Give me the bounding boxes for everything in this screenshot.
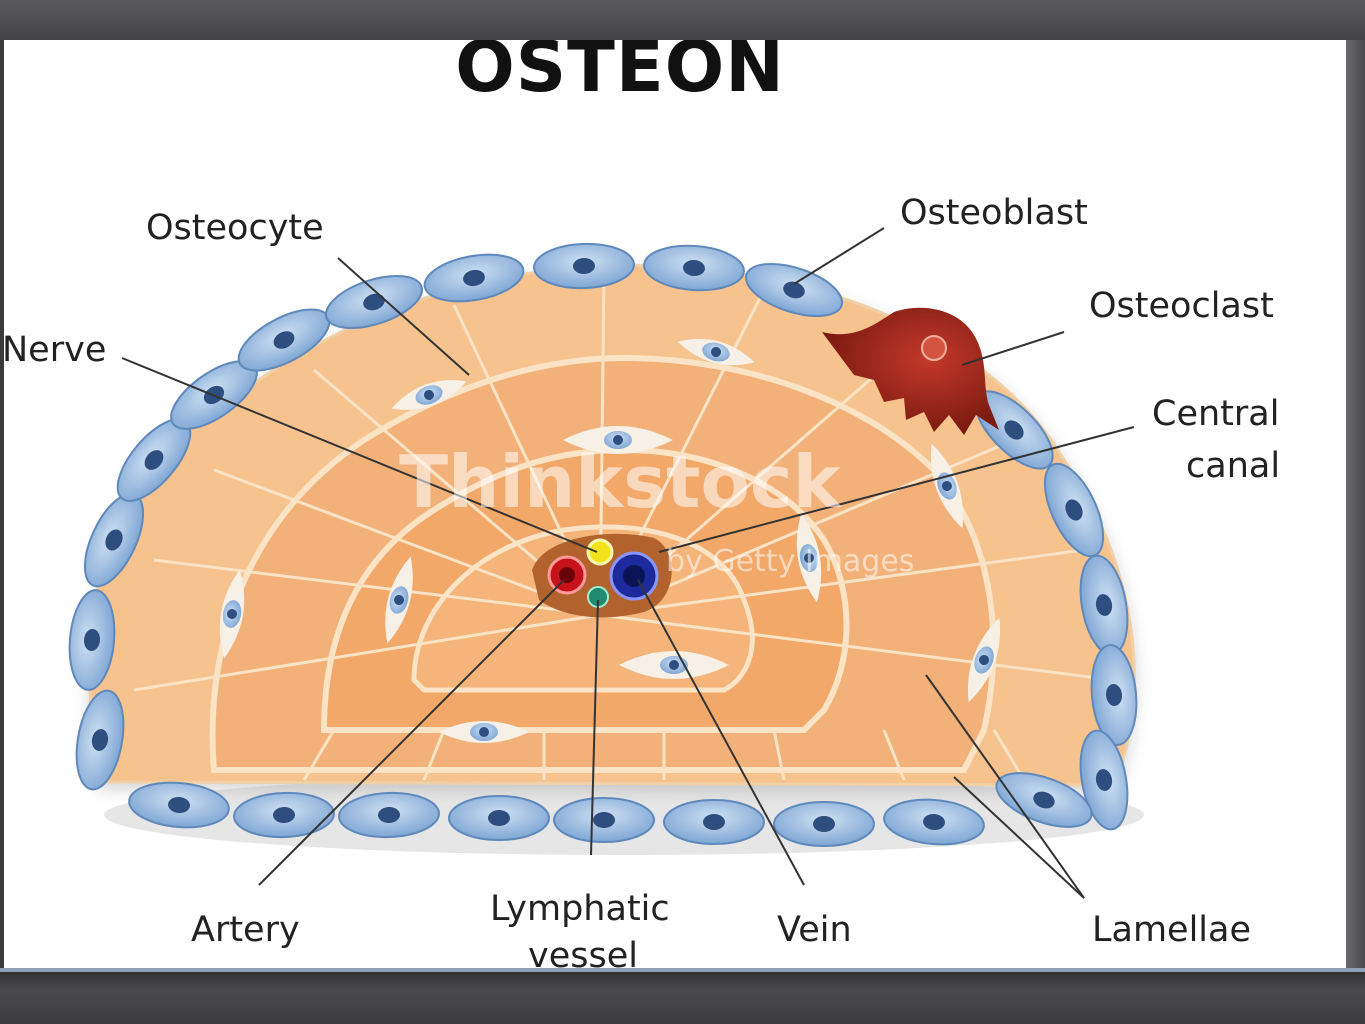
label-vein: Vein	[777, 910, 852, 950]
osteoblast-cell	[744, 262, 844, 318]
osteoblast-leader	[793, 227, 885, 285]
osteoblast-cell	[533, 242, 635, 290]
osteoclast-leader	[961, 331, 1065, 366]
osteocyte-cell	[439, 721, 529, 743]
osteocyte-cell	[796, 513, 822, 603]
osteoblast-cell	[448, 795, 550, 841]
bottom-window-bar	[0, 968, 1365, 1024]
label-lymphatic-line1: Lymphatic	[490, 889, 670, 929]
osteocyte-cell	[677, 338, 755, 366]
leader-lines	[121, 227, 1135, 899]
osteocyte-cell	[385, 556, 413, 644]
osteoblast-ring	[68, 242, 1138, 847]
label-osteocyte: Osteocyte	[146, 208, 324, 248]
osteoblast-cell	[663, 799, 765, 845]
osteoblast-cell	[773, 801, 875, 847]
osteoblast-cell	[1079, 729, 1129, 831]
artery-lumen	[559, 567, 575, 583]
osteoblast-cell	[995, 772, 1093, 828]
osteoblast-cell	[338, 791, 440, 839]
osteon-illustration	[68, 227, 1144, 899]
osteocyte-cell	[967, 617, 1001, 703]
osteoclast-nucleus	[921, 335, 947, 361]
osteoblast-cell	[883, 798, 985, 846]
artery-leader	[258, 579, 565, 886]
right-window-edge	[1346, 40, 1365, 968]
label-osteoclast: Osteoclast	[1089, 286, 1274, 326]
osteocytes	[219, 338, 1001, 743]
osteoblast-cell	[128, 781, 230, 829]
osteoblast-cell	[75, 689, 125, 791]
label-central-canal-line1: Central	[1152, 394, 1280, 434]
label-central-canal-line2: canal	[1186, 446, 1281, 486]
osteoblast-cell	[643, 244, 745, 292]
label-lamellae: Lamellae	[1092, 910, 1252, 950]
osteocyte-leader	[337, 257, 470, 376]
osteoblast-cell	[423, 253, 525, 303]
osteocyte-cell	[930, 443, 964, 529]
osteoblast-cell	[1043, 462, 1105, 558]
osteoblast-cell	[83, 492, 145, 588]
lamellae-leader-2	[953, 776, 1085, 899]
osteocyte-cell	[391, 380, 467, 410]
label-artery: Artery	[191, 910, 300, 950]
osteoblast-cell	[68, 589, 116, 691]
watermark-brand: Thinkstock	[399, 440, 841, 524]
watermark-subtitle: by Getty Images	[666, 544, 915, 579]
osteoblast-cell	[233, 791, 335, 839]
lymphatic-leader	[590, 599, 599, 856]
label-nerve: Nerve	[4, 330, 107, 370]
osteocyte-cell	[219, 569, 245, 659]
nerve-leader	[121, 357, 598, 553]
lamellae-leader-1	[925, 674, 1085, 899]
slide-canvas: OSTEON	[4, 40, 1346, 968]
osteoblast-cell	[553, 797, 655, 843]
osteocyte-cell	[563, 426, 673, 454]
osteoclast-cell	[822, 307, 999, 435]
osteoblast-cell	[1090, 644, 1138, 746]
osteoblast-cell	[1079, 554, 1129, 656]
label-osteoblast: Osteoblast	[900, 193, 1088, 233]
central-canal-leader	[658, 426, 1135, 553]
diagram-title: OSTEON	[455, 40, 785, 108]
osteoblast-cell	[324, 274, 424, 330]
label-lymphatic-line2: vessel	[528, 936, 638, 968]
top-window-bar	[0, 0, 1365, 40]
vein-leader	[637, 579, 805, 886]
vein-lumen	[623, 565, 645, 587]
nerve-vessel	[586, 538, 614, 566]
